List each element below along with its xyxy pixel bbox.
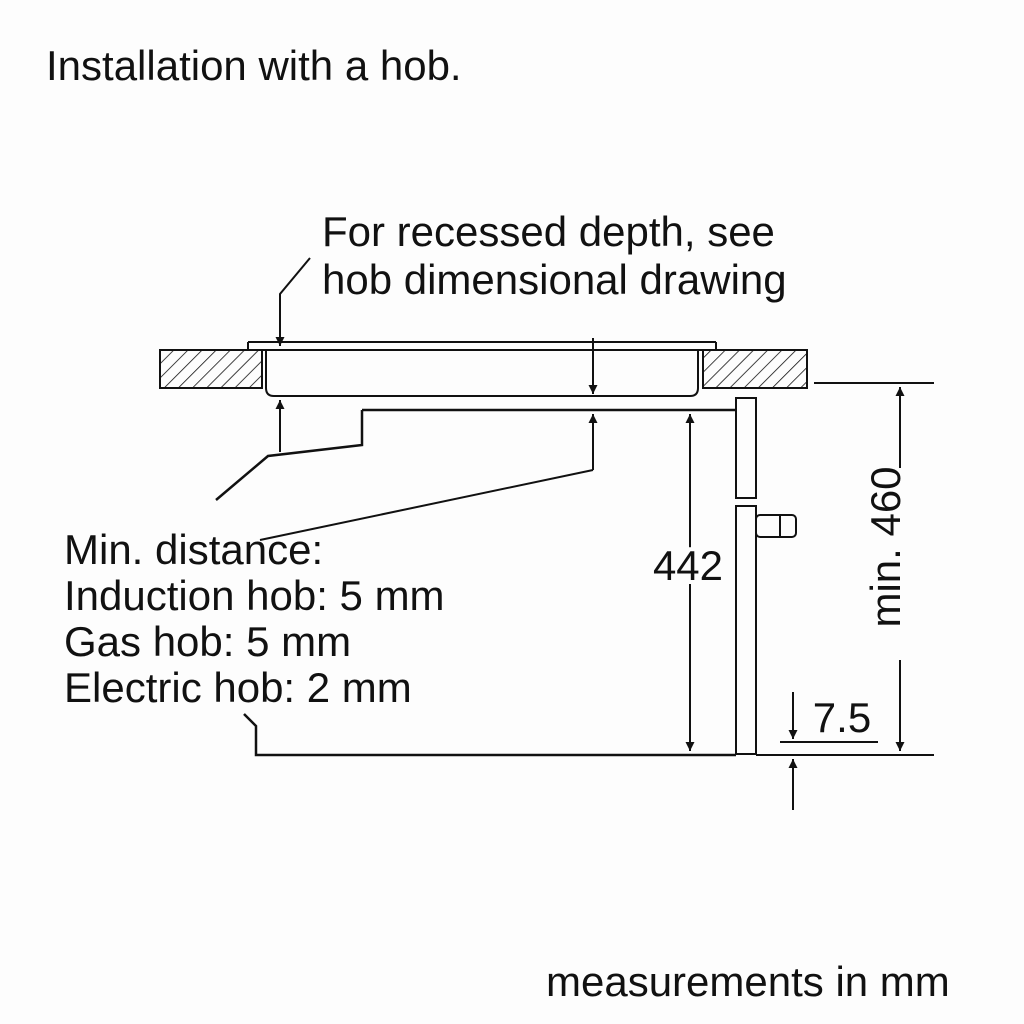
worktop-left xyxy=(159,349,263,389)
min-distance-heading: Min. distance: xyxy=(64,526,324,573)
measurement-unit-note: measurements in mm xyxy=(546,958,950,1005)
recess-note-line-1: For recessed depth, see xyxy=(322,208,775,255)
worktop-right xyxy=(702,349,808,389)
dimension-442: 442 xyxy=(653,542,723,589)
diagram-title: Installation with a hob. xyxy=(46,42,462,89)
dimension-460: min. 460 xyxy=(862,466,909,627)
oven-body xyxy=(215,397,757,757)
hob xyxy=(247,341,717,397)
min-distance-induction: Induction hob: 5 mm xyxy=(64,572,445,619)
recess-leader-line xyxy=(275,257,311,346)
min-distance-gas: Gas hob: 5 mm xyxy=(64,618,352,665)
min-distance-leader-line xyxy=(259,469,594,541)
oven-knob xyxy=(755,514,797,538)
min-distance-electric: Electric hob: 2 mm xyxy=(64,664,412,711)
recess-note-line-2: hob dimensional drawing xyxy=(322,256,787,303)
dimension-7-5: 7.5 xyxy=(813,694,871,741)
